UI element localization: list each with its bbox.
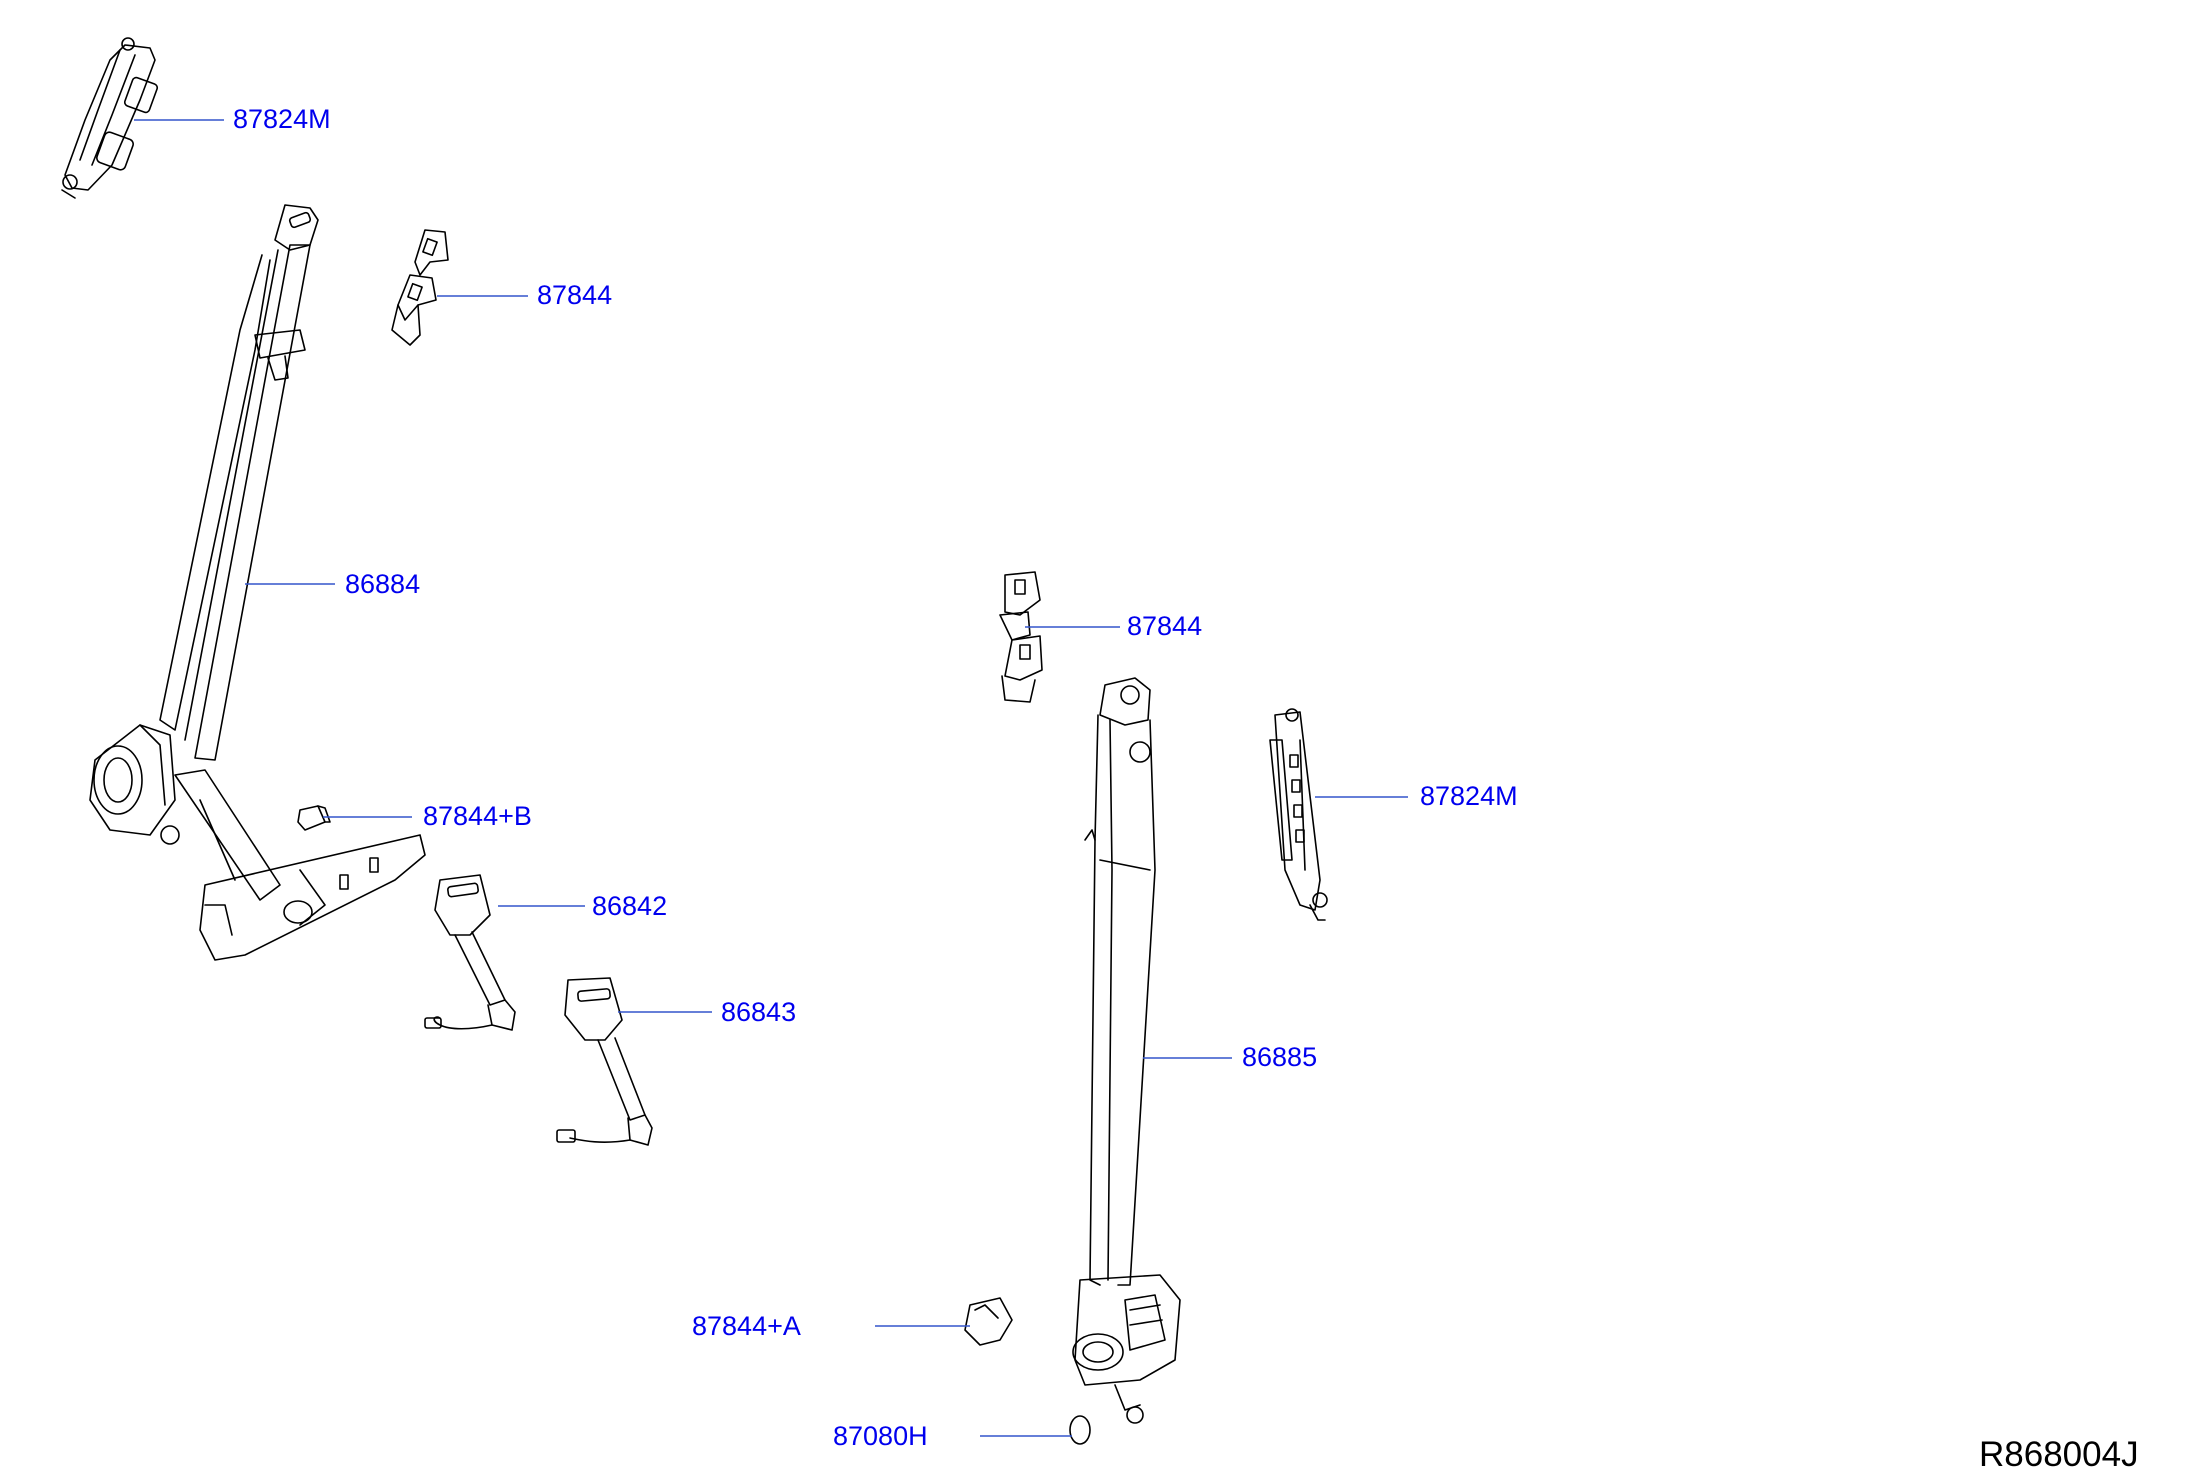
buckle-86843 bbox=[556, 977, 653, 1146]
reference-code: R868004J bbox=[1979, 1435, 2139, 1474]
callout-87844-right: 87844 bbox=[1127, 611, 1203, 641]
buckle-86842 bbox=[424, 874, 516, 1031]
seat-belt-right bbox=[1072, 677, 1181, 1424]
callout-87844a: 87844+A bbox=[692, 1311, 801, 1341]
height-adjuster-right bbox=[1269, 708, 1328, 921]
callout-87824m-right: 87824M bbox=[1420, 781, 1518, 811]
callout-87844b: 87844+B bbox=[423, 801, 532, 831]
clip-top bbox=[391, 229, 449, 346]
cap-87844b bbox=[297, 805, 331, 831]
callout-86884: 86884 bbox=[345, 569, 421, 599]
cap-87844a bbox=[964, 1297, 1013, 1346]
grommet-87080h bbox=[1069, 1415, 1091, 1445]
clip-right bbox=[999, 571, 1043, 703]
callout-86842: 86842 bbox=[592, 891, 668, 921]
seat-belt-left bbox=[89, 204, 426, 961]
callout-87844-top: 87844 bbox=[537, 280, 613, 310]
callout-86843: 86843 bbox=[721, 997, 797, 1027]
height-adjuster-left bbox=[61, 37, 159, 199]
callout-86885: 86885 bbox=[1242, 1042, 1318, 1072]
callout-87080h: 87080H bbox=[833, 1421, 928, 1451]
leader-lines bbox=[134, 119, 1408, 1437]
callout-87824m-top: 87824M bbox=[233, 104, 331, 134]
